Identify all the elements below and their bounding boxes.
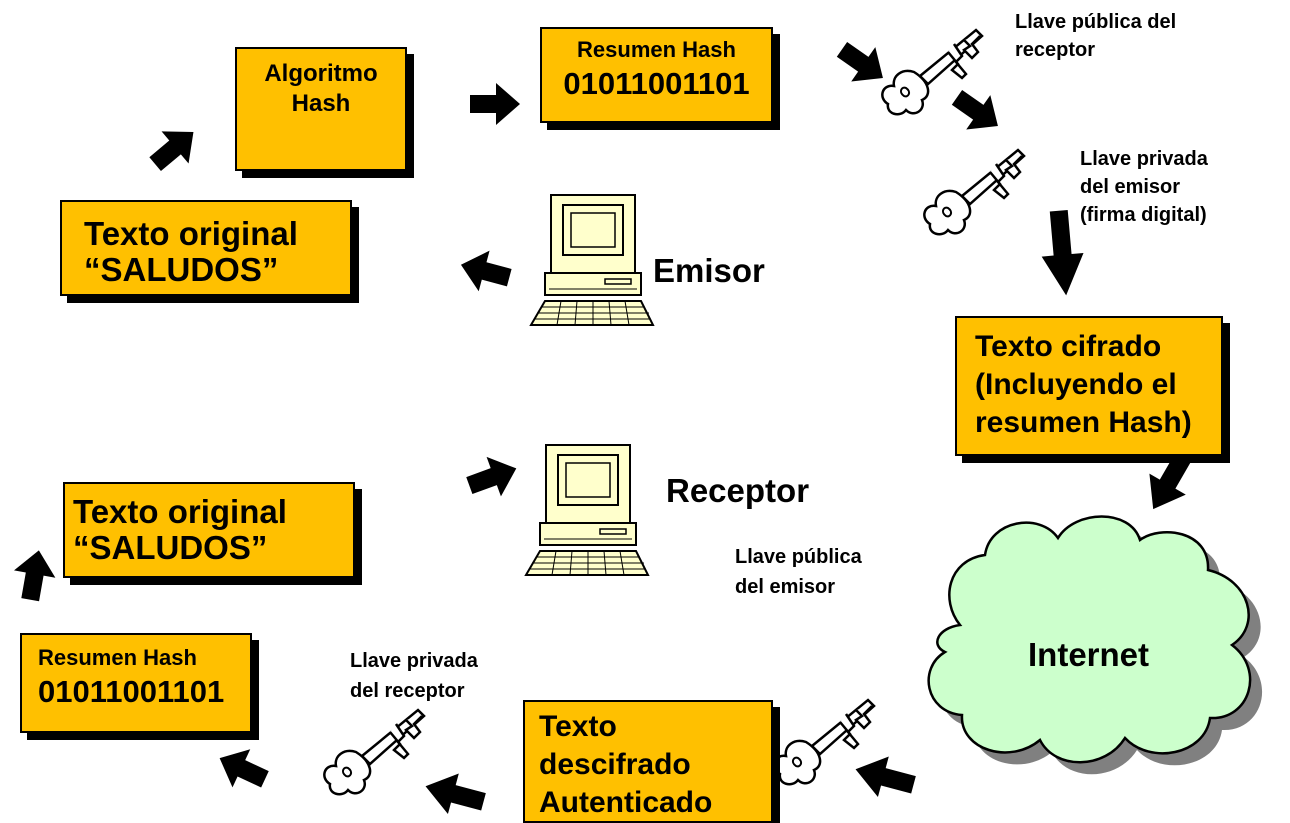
receiver-private-key-line1: Llave privada (350, 650, 478, 672)
computer-icon (530, 194, 654, 326)
sender-private-key-line3: (firma digital) (1080, 204, 1207, 226)
arrow-icon (1135, 446, 1202, 520)
sender-hash-digest-title: Resumen Hash (577, 37, 736, 62)
internet-label: Internet (1028, 636, 1150, 673)
arrow-icon (829, 32, 895, 96)
sender-public-key-line1: Llave pública (735, 546, 862, 568)
hash-algorithm-line2: Hash (291, 90, 351, 117)
sender-hash-digest-box: Resumen Hash 01011001101 (540, 27, 773, 123)
sender-public-key-label: Llave pública del emisor (735, 542, 862, 602)
sender-hash-digest-value: 01011001101 (563, 66, 750, 101)
sender-private-key-line2: del emisor (1080, 176, 1181, 198)
receiver-public-key-line1: Llave pública del (1015, 11, 1177, 33)
receiver-label: Receptor (666, 472, 810, 509)
receiver-public-key-line2: receptor (1015, 39, 1096, 61)
sender-private-key-line1: Llave privada (1080, 148, 1208, 170)
arrow-icon (462, 448, 524, 506)
arrow-icon (944, 80, 1010, 144)
arrow-icon (9, 546, 60, 604)
receiver-hash-digest-value: 01011001101 (38, 674, 225, 709)
cipher-text-line1: Texto cifrado (975, 330, 1162, 363)
arrow-icon (210, 739, 274, 799)
receiver-private-key-line2: del receptor (350, 680, 465, 702)
hash-algorithm-box: Algoritmo Hash (235, 47, 407, 171)
sender-public-key-line2: del emisor (735, 576, 836, 598)
cipher-text-line2: (Incluyendo el (975, 368, 1177, 401)
arrow-icon (455, 244, 515, 298)
key-icon (923, 148, 1026, 236)
decrypted-text-line1: Texto (539, 710, 617, 743)
arrow-icon (141, 115, 207, 181)
receiver-original-text-line2: “SALUDOS” (73, 529, 268, 566)
receiver-hash-digest-title: Resumen Hash (38, 645, 197, 670)
sender-label: Emisor (653, 252, 765, 289)
internet-cloud-icon (927, 515, 1263, 775)
arrow-icon (420, 766, 489, 823)
receiver-original-text-line1: Texto original (73, 493, 287, 530)
sender-original-text-box: Texto original “SALUDOS” (60, 200, 352, 296)
receiver-original-text-box: Texto original “SALUDOS” (63, 482, 355, 578)
sender-private-key-label: Llave privada del emisor (firma digital) (1080, 145, 1208, 229)
cipher-text-line3: resumen Hash) (975, 406, 1192, 439)
key-icon (323, 708, 426, 796)
receiver-hash-digest-box: Resumen Hash 01011001101 (20, 633, 252, 733)
decrypted-text-line3: Autenticado (539, 786, 713, 819)
receiver-private-key-label: Llave privada del receptor (350, 646, 478, 706)
receiver-public-key-label: Llave pública del receptor (1015, 8, 1176, 64)
hash-algorithm-line1: Algoritmo (264, 60, 378, 87)
decrypted-text-line2: descifrado (539, 748, 691, 781)
sender-original-text-line1: Texto original (84, 215, 298, 252)
cipher-text-box: Texto cifrado (Incluyendo el resumen Has… (955, 316, 1223, 456)
arrow-icon (850, 749, 919, 806)
sender-original-text-line2: “SALUDOS” (84, 251, 279, 288)
decrypted-text-box: Texto descifrado Autenticado (523, 700, 773, 823)
computer-icon (525, 444, 649, 576)
arrow-icon (470, 83, 520, 125)
